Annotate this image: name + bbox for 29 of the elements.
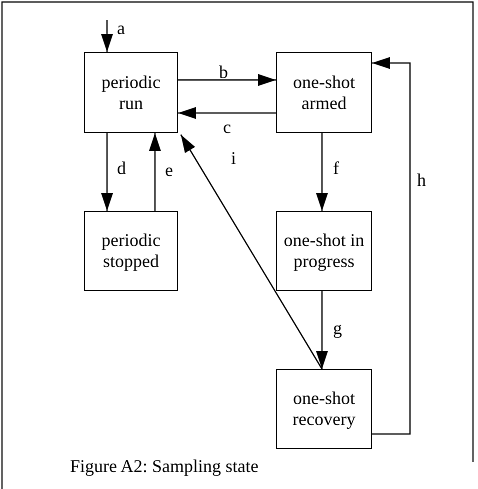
arrow [178, 107, 276, 119]
edge-label: f [333, 158, 339, 178]
edge-label: e [165, 160, 173, 180]
state-label: one-shot in progress [282, 230, 366, 272]
edge-label: b [219, 62, 228, 82]
figure-caption: Figure A2: Sampling state [70, 456, 258, 477]
arrow [316, 291, 328, 369]
arrow [372, 57, 411, 435]
state-box [276, 211, 372, 291]
state-box [84, 52, 178, 133]
arrow [180, 134, 323, 370]
edge-label: h [417, 170, 426, 190]
arrow [316, 133, 328, 211]
state-box [276, 369, 372, 449]
edge-label: c [223, 117, 231, 137]
state-label: periodic stopped [100, 230, 162, 272]
arrow [101, 20, 114, 52]
arrow [148, 133, 161, 211]
state-box [84, 211, 178, 291]
edge-label: i [231, 148, 236, 168]
state-label: one-shot recovery [292, 388, 356, 430]
arrow [178, 74, 276, 86]
edge-label: g [333, 318, 342, 338]
state-box [276, 52, 372, 133]
state-label: one-shot armed [292, 72, 356, 114]
state-label: periodic run [100, 72, 162, 114]
edge-label: a [117, 18, 125, 38]
arrow [101, 133, 114, 211]
edge-label: d [117, 158, 126, 178]
